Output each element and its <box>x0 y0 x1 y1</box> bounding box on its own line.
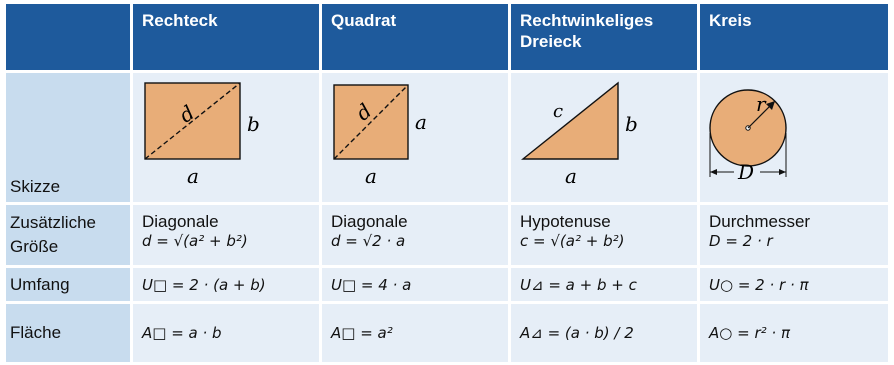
flaeche-rectangle: A□ = a · b <box>133 304 319 362</box>
triangle-sketch-icon: c b a <box>521 81 638 188</box>
triangle-shape <box>521 81 619 160</box>
header-quadrat: Quadrat <box>322 4 508 70</box>
radius-arrowhead <box>766 101 775 110</box>
extra-circle: Durchmesser D = 2 · r <box>700 205 888 265</box>
diameter-arrow-right <box>779 169 786 175</box>
row-label-umfang: Umfang <box>6 268 130 301</box>
extra-rectangle: Diagonale d = √(a² + b²) <box>133 205 319 265</box>
extra-triangle: Hypotenuse c = √(a² + b²) <box>511 205 697 265</box>
rect-b-label: b <box>247 112 260 136</box>
diameter-arrow-left <box>710 169 717 175</box>
tri-a-label: a <box>565 164 577 188</box>
row-label-skizze: Skizze <box>6 73 130 202</box>
header-corner <box>6 4 130 70</box>
flaeche-triangle: A⊿ = (a · b) / 2 <box>511 304 697 362</box>
sketch-rectangle: d b a <box>133 73 319 202</box>
header-kreis: Kreis <box>700 4 888 70</box>
umfang-rectangle: U□ = 2 · (a + b) <box>133 268 319 301</box>
row-label-flaeche: Fläche <box>6 304 130 362</box>
header-dreieck: Rechtwinkeliges Dreieck <box>511 4 697 70</box>
flaeche-square: A□ = a² <box>322 304 508 362</box>
rectangle-diagonal <box>144 82 241 160</box>
umfang-triangle: U⊿ = a + b + c <box>511 268 697 301</box>
circle-r-label: r <box>756 92 767 116</box>
sketch-triangle: c b a <box>511 73 697 202</box>
rectangle-sketch-icon: d b a <box>144 82 260 188</box>
rect-a-label: a <box>187 164 199 188</box>
sketch-circle: r D <box>700 73 888 202</box>
tri-c-label: c <box>553 101 563 122</box>
shapes-table: Rechteck Quadrat Rechtwinkeliges Dreieck… <box>3 1 891 365</box>
square-diagonal <box>333 84 409 160</box>
tri-b-label: b <box>625 112 638 136</box>
umfang-circle: U○ = 2 · r · π <box>700 268 888 301</box>
umfang-square: U□ = 4 · a <box>322 268 508 301</box>
sketch-square: d a a <box>322 73 508 202</box>
square-a-right-label: a <box>415 110 427 134</box>
flaeche-circle: A○ = r² · π <box>700 304 888 362</box>
circle-D-label: D <box>737 160 754 184</box>
circle-sketch-icon: r D <box>709 89 787 184</box>
square-sketch-icon: d a a <box>333 84 427 188</box>
square-a-bottom-label: a <box>365 164 377 188</box>
extra-square: Diagonale d = √2 · a <box>322 205 508 265</box>
header-rechteck: Rechteck <box>133 4 319 70</box>
row-label-groesse: Zusätzliche Größe <box>6 205 130 265</box>
